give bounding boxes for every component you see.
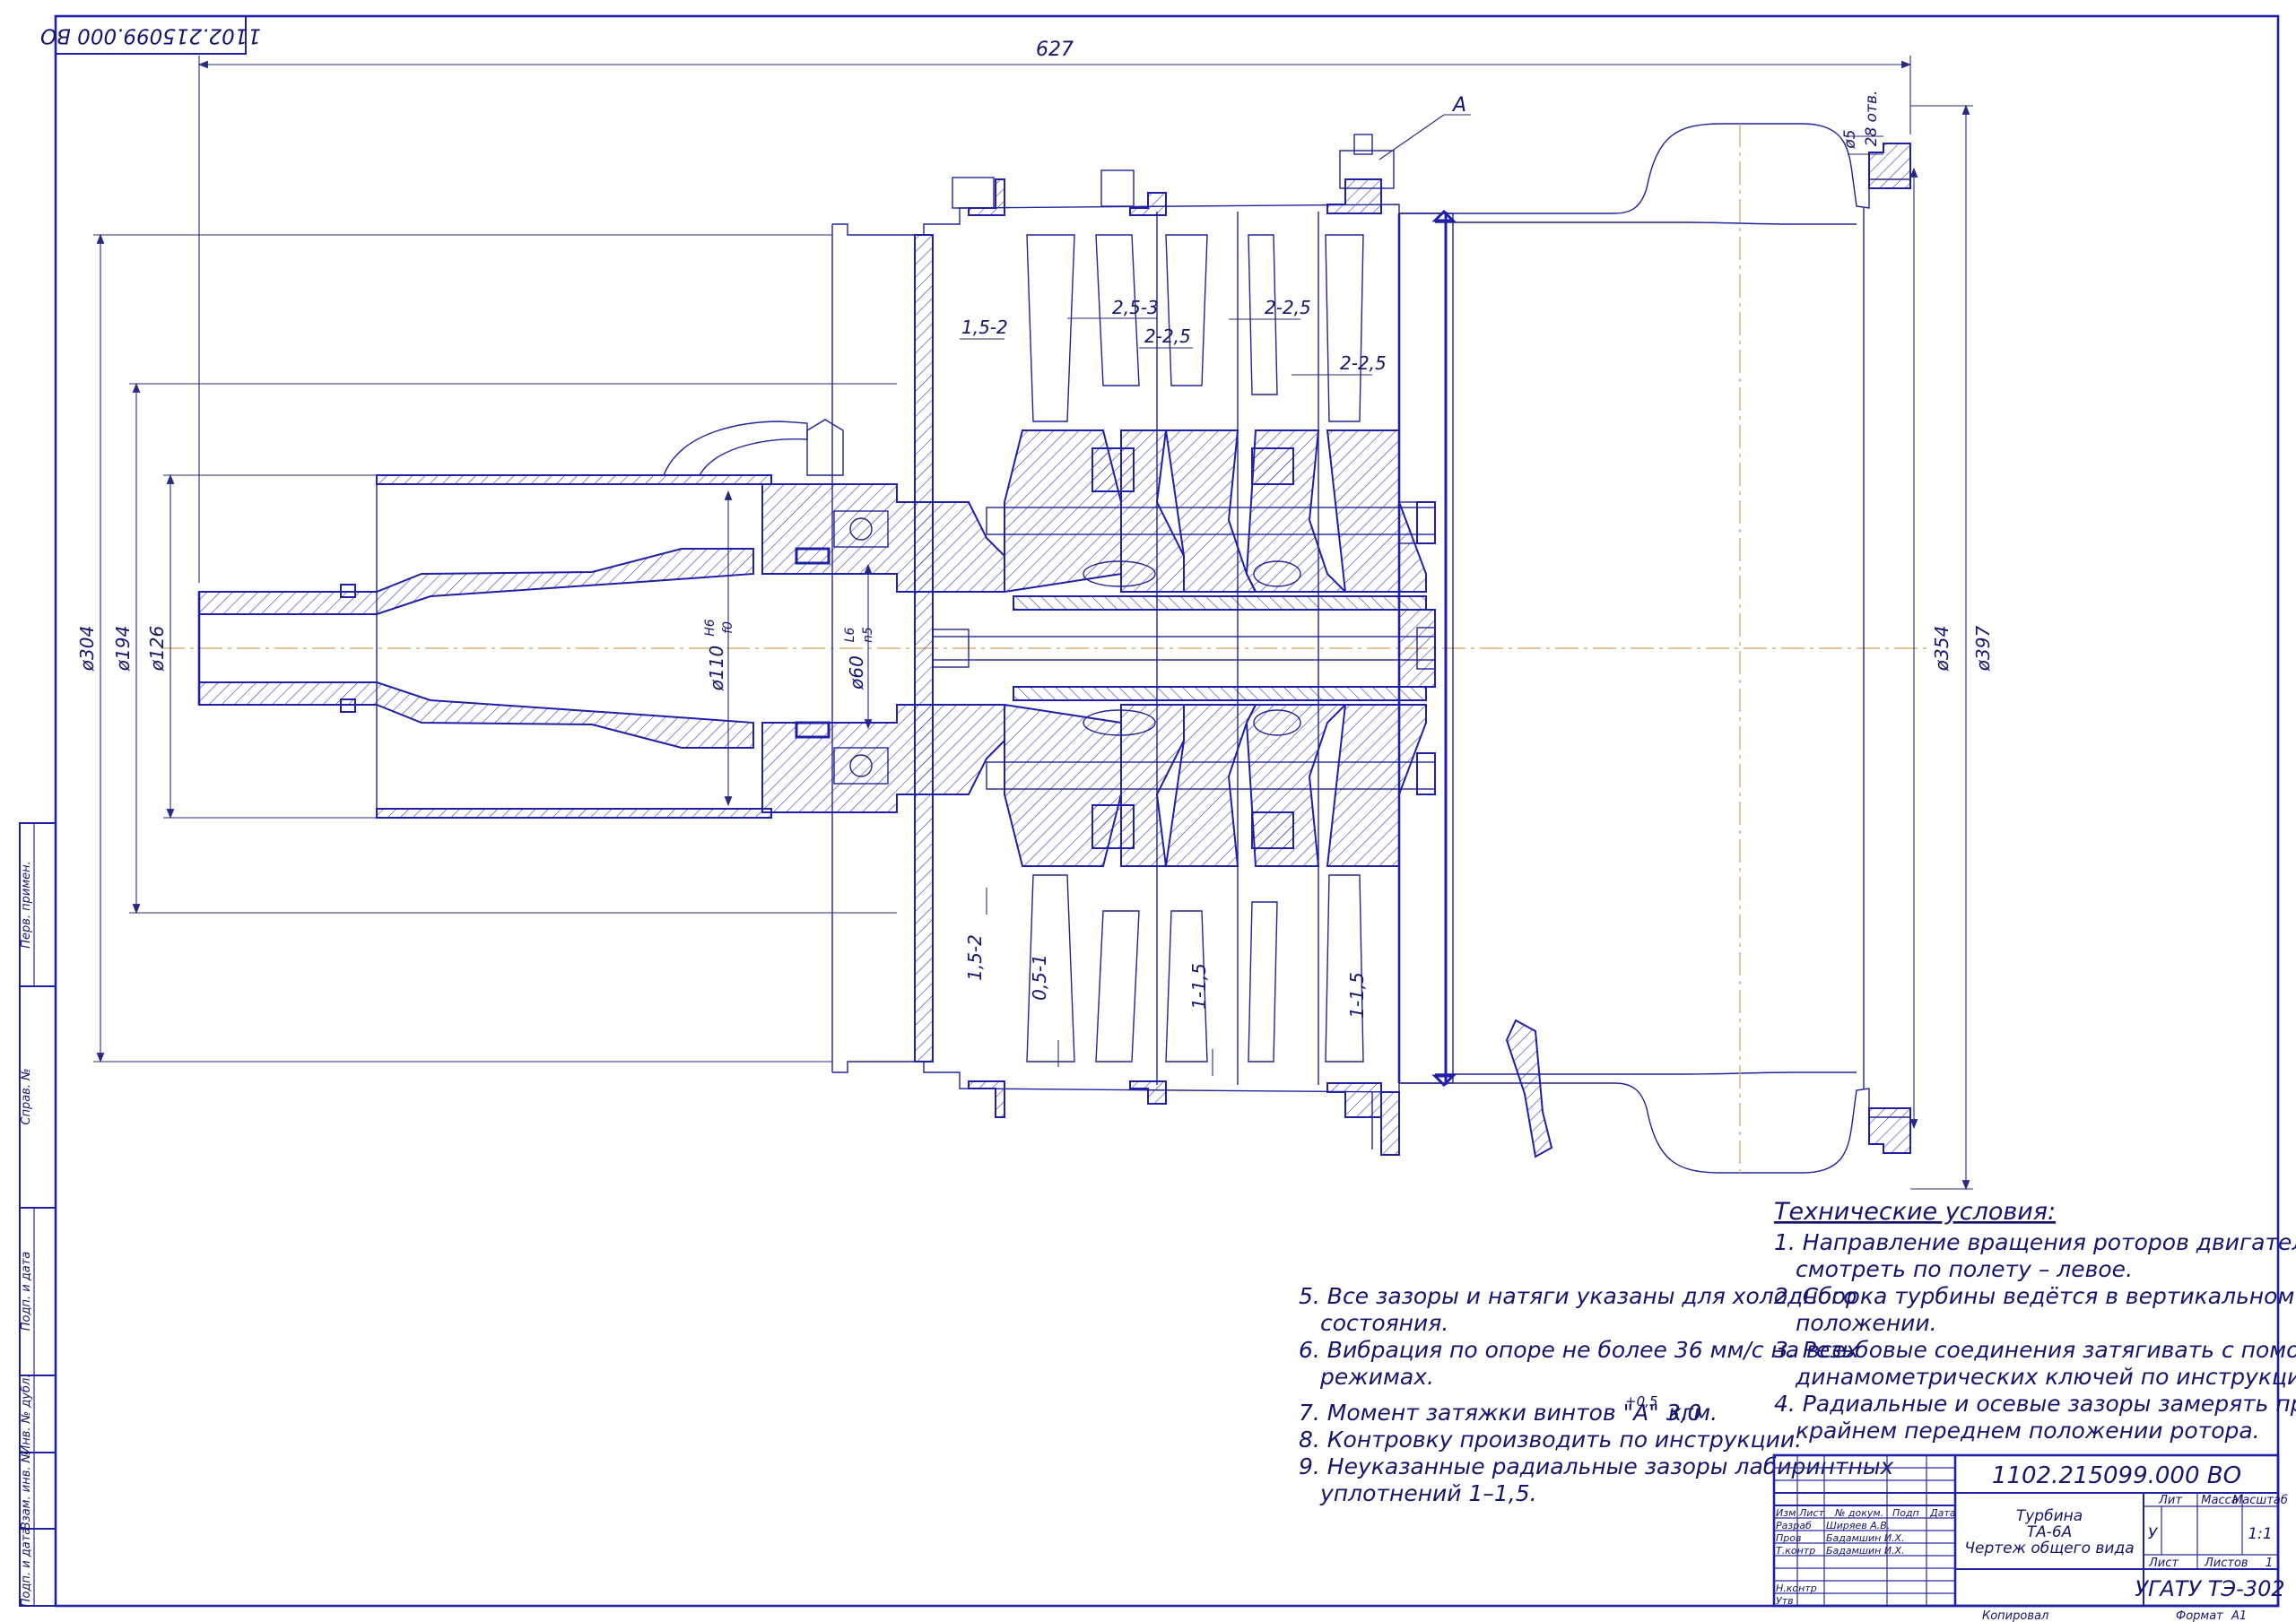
shaft-housing-tube bbox=[376, 419, 844, 819]
strip-inv-dubl: Инв. № дубл. bbox=[20, 1375, 33, 1454]
tb-name-2: ТА-6А bbox=[2027, 1523, 2073, 1541]
stamp-code: 1102.215099.000 ВО bbox=[40, 24, 261, 48]
dim-d126: ø126 bbox=[146, 626, 168, 672]
dim-d110-fit-top: H6 bbox=[703, 619, 718, 637]
dim-d110-fit-bottom: f0 bbox=[721, 621, 735, 634]
strip-podp-data-2: Подп. и дата bbox=[20, 1528, 33, 1608]
tb-name-1: Турбина bbox=[2016, 1507, 2083, 1525]
exhaust-duct bbox=[1397, 123, 1911, 1174]
note-4-line-1: 4. Радиальные и осевые зазоры замерять п… bbox=[1774, 1391, 2296, 1417]
left-side-strip: Перв. примен. Справ. № Подп. и дата Инв.… bbox=[19, 822, 57, 1608]
dim-holes: 28 отв. bbox=[1863, 91, 1881, 147]
note-5-line-1: 5. Все зазоры и натяги указаны для холод… bbox=[1299, 1283, 1857, 1309]
tie-bolt-assembly bbox=[932, 501, 1436, 688]
title-block: Изм Лист № докум. Подп Дата Разраб Пров … bbox=[1772, 1453, 2288, 1622]
note-3-line-1: 3. Резьбовые соединения затягивать с пом… bbox=[1774, 1337, 2296, 1363]
strip-podp-data-1: Подп. и дата bbox=[20, 1252, 33, 1331]
tb-person-prov: Бадамшин И.Х. bbox=[1826, 1532, 1905, 1544]
gap-label-4: 2-2,5 bbox=[1265, 297, 1311, 318]
note-1-line-1: 1. Направление вращения роторов двигател… bbox=[1774, 1229, 2296, 1255]
strip-vzam-inv: Взам. инв. № bbox=[20, 1451, 33, 1530]
tb-sheets-label: Листов bbox=[2204, 1557, 2248, 1570]
note-5-line-2: состояния. bbox=[1320, 1310, 1448, 1336]
turbine-casing bbox=[831, 134, 1453, 1156]
tb-row-prov: Пров bbox=[1776, 1532, 1801, 1544]
gap-label-2: 2,5-3 bbox=[1112, 297, 1159, 318]
note-9-line-1: 9. Неуказанные радиальные зазоры лабирин… bbox=[1299, 1453, 1894, 1479]
tb-col-date: Дата bbox=[1929, 1507, 1956, 1519]
gap-label-1: 1,5-2 bbox=[961, 317, 1008, 338]
gap-label-9: 1-1,5 bbox=[1346, 972, 1368, 1019]
dim-d5: ø5 bbox=[1841, 129, 1859, 149]
strip-perv-primen: Перв. примен. bbox=[20, 861, 33, 949]
note-2-line-1: 2. Сборка турбины ведётся в вертикальном bbox=[1774, 1283, 2294, 1309]
gap-label-6: 1,5-2 bbox=[964, 934, 986, 981]
tb-col-list: Лист bbox=[1798, 1507, 1824, 1519]
dim-d397: ø397 bbox=[1972, 626, 1994, 672]
note-2-line-2: положении. bbox=[1796, 1310, 1937, 1336]
gap-label-8: 1-1,5 bbox=[1188, 963, 1210, 1010]
note-3-line-2: динамометрических ключей по инструкции. bbox=[1795, 1364, 2296, 1390]
view-reference-a: А bbox=[1378, 94, 1471, 160]
gap-label-5: 2-2,5 bbox=[1340, 352, 1387, 374]
tb-scale-value: 1:1 bbox=[2248, 1525, 2272, 1543]
note-9-line-2: уплотнений 1–1,5. bbox=[1319, 1480, 1537, 1506]
tb-sheets-value: 1 bbox=[2266, 1557, 2273, 1570]
tb-row-tkontr: Т.контр bbox=[1776, 1545, 1815, 1557]
note-4-line-2: крайнем переднем положении ротора. bbox=[1796, 1418, 2260, 1444]
dim-d304: ø304 bbox=[76, 626, 98, 672]
dim-overall-length: 627 bbox=[1036, 39, 1074, 61]
tb-format-label: Формат bbox=[2176, 1609, 2223, 1622]
note-7: 7. Момент затяжки винтов "А" 3,0 bbox=[1299, 1400, 1701, 1426]
note-8: 8. Контровку производить по инструкции. bbox=[1299, 1427, 1802, 1453]
note-6-line-2: режимах. bbox=[1319, 1364, 1434, 1390]
dim-d60: ø60 bbox=[846, 655, 867, 690]
right-diameter-dims: ø354 ø397 ø5 28 отв. bbox=[1841, 91, 1994, 1191]
dim-d60-fit-top: L6 bbox=[843, 628, 857, 643]
left-diameter-dims: ø304 ø194 ø126 ø110 H6 f0 ø60 L6 n5 bbox=[76, 233, 897, 1063]
notes-heading: Технические условия: bbox=[1774, 1198, 2056, 1226]
tb-lit-label: Лит bbox=[2158, 1494, 2182, 1507]
ref-a-label: А bbox=[1451, 94, 1466, 117]
dim-d60-fit-bottom: n5 bbox=[861, 627, 875, 643]
strip-sprav: Справ. № bbox=[20, 1068, 33, 1124]
tb-col-doc: № докум. bbox=[1834, 1507, 1883, 1519]
sheet-border bbox=[54, 14, 2280, 1608]
tb-organization: УГАТУ ТЭ-302 bbox=[2135, 1576, 2284, 1601]
note-7-tolerance: +0,5 bbox=[1625, 1393, 1657, 1409]
tb-copied: Копировал bbox=[1982, 1609, 2048, 1622]
top-left-stamp: 1102.215099.000 ВО bbox=[40, 15, 261, 55]
tb-designation: 1102.215099.000 ВО bbox=[1992, 1462, 2241, 1489]
note-7-unit: кгм. bbox=[1668, 1400, 1718, 1426]
turbine-section-view: 627 ø304 ø194 ø126 ø110 H6 f0 ø60 L6 n5 bbox=[76, 39, 1994, 1191]
tb-row-utv: Утв bbox=[1776, 1595, 1794, 1607]
gap-label-3: 2-2,5 bbox=[1144, 325, 1191, 347]
tb-mass-label: Масса bbox=[2201, 1494, 2238, 1507]
tb-person-tkontr: Бадамшин И.Х. bbox=[1826, 1545, 1905, 1557]
dim-d354: ø354 bbox=[1931, 626, 1952, 672]
tb-person-razrab: Ширяев А.В. bbox=[1826, 1520, 1890, 1531]
technical-requirements: Технические условия: 1. Направление вращ… bbox=[1299, 1198, 2296, 1506]
tb-lit-value: У bbox=[2148, 1525, 2159, 1543]
tb-col-izm: Изм bbox=[1776, 1507, 1796, 1519]
note-6-line-1: 6. Вибрация по опоре не более 36 мм/с на… bbox=[1299, 1337, 1859, 1363]
tb-format-value: А1 bbox=[2231, 1609, 2247, 1622]
dim-d110: ø110 bbox=[706, 646, 727, 691]
tb-col-sign: Подп bbox=[1892, 1507, 1919, 1519]
rotor-stages bbox=[932, 212, 1436, 1085]
tb-row-nkontr: Н.контр bbox=[1776, 1583, 1817, 1594]
gap-label-7: 0,5-1 bbox=[1029, 954, 1050, 1001]
note-1-line-2: смотреть по полету – левое. bbox=[1796, 1256, 2133, 1282]
tb-name-3: Чертеж общего вида bbox=[1964, 1540, 2134, 1557]
tb-sheet-label: Лист bbox=[2148, 1557, 2179, 1570]
tb-scale-label: Масштаб bbox=[2232, 1494, 2288, 1507]
tb-row-razrab: Разраб bbox=[1776, 1520, 1812, 1531]
output-shaft bbox=[197, 548, 754, 749]
gap-dimensions: 1,5-2 2,5-3 2-2,5 2-2,5 2-2,5 1,5-2 0,5-… bbox=[960, 297, 1387, 1076]
dim-d194: ø194 bbox=[112, 626, 134, 672]
